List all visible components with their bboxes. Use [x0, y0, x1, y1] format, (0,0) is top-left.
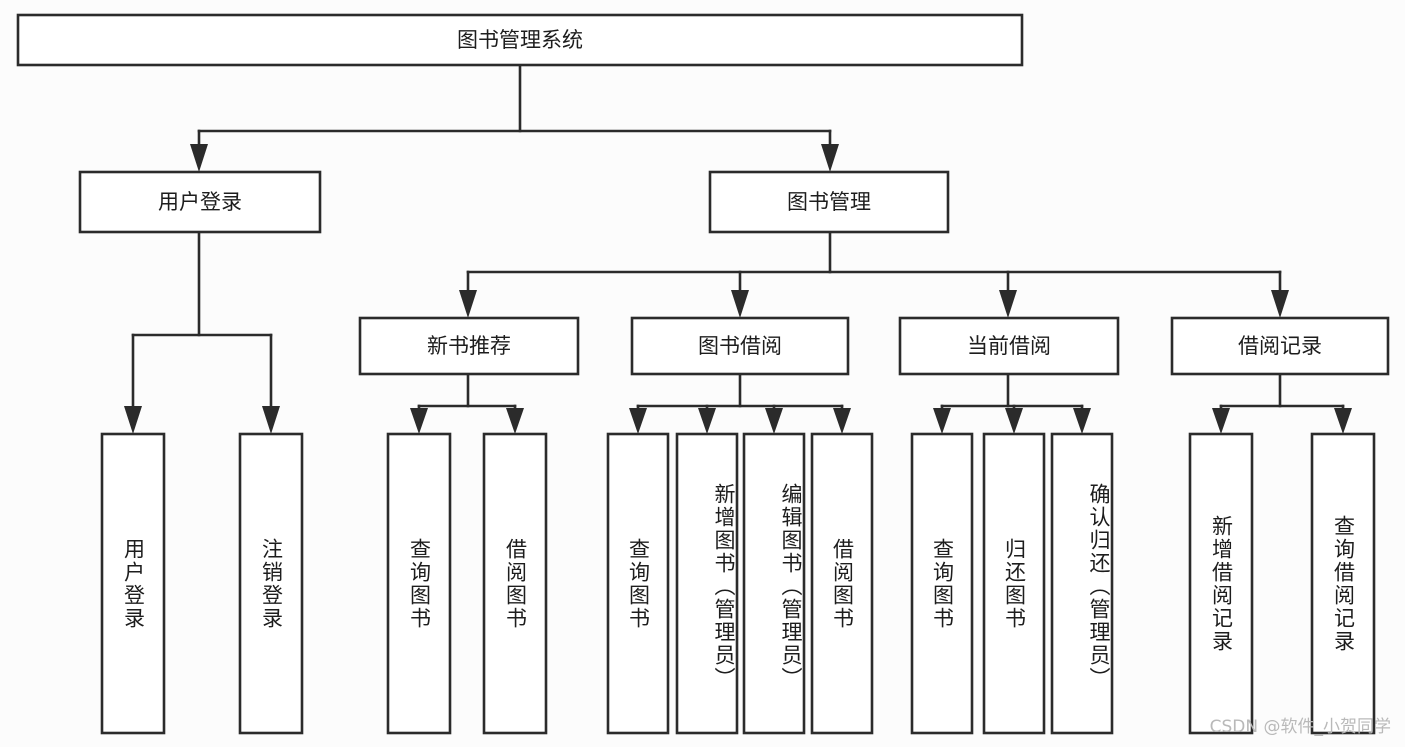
arrowhead-book-mgmt: [821, 144, 839, 172]
node-box-borrow-record[interactable]: [1170, 316, 1390, 376]
arrowhead-leaf-nb-1: [410, 408, 428, 434]
node-box-book-mgmt[interactable]: [708, 170, 950, 234]
arrowhead-leaf-cb-1: [933, 408, 951, 434]
node-box-leaf-cb-return-book[interactable]: [982, 432, 1046, 735]
arrowhead-leaf-br-2: [1334, 408, 1352, 434]
arrowhead-leaf-user-login: [124, 406, 142, 434]
node-box-leaf-bb-edit-book[interactable]: [742, 432, 806, 735]
node-label-book-borrow: 图书借阅: [698, 334, 782, 358]
arrowhead-leaf-bb-2: [698, 408, 716, 434]
node-box-leaf-br-add-record[interactable]: [1188, 432, 1254, 735]
node-label-user-login: 用户登录: [158, 190, 242, 214]
node-box-user-login[interactable]: [78, 170, 322, 234]
arrowhead-leaf-bb-1: [629, 408, 647, 434]
node-label-borrow-record: 借阅记录: [1238, 334, 1322, 358]
node-box-leaf-logout[interactable]: [238, 432, 304, 735]
arrowhead-leaf-logout: [262, 406, 280, 434]
node-box-leaf-nb-query-book[interactable]: [386, 432, 452, 735]
node-box-book-borrow[interactable]: [630, 316, 850, 376]
arrowhead-leaf-br-1: [1212, 408, 1230, 434]
node-label-new-book-recommend: 新书推荐: [427, 334, 511, 358]
arrowhead-leaf-bb-3: [765, 408, 783, 434]
arrowhead-current-borrow: [999, 290, 1017, 318]
node-box-leaf-bb-borrow-book[interactable]: [810, 432, 874, 735]
arrowhead-book-borrow: [731, 290, 749, 318]
node-box-leaf-user-login[interactable]: [100, 432, 166, 735]
node-label-book-mgmt: 图书管理: [787, 190, 871, 214]
node-box-leaf-bb-query-book[interactable]: [606, 432, 670, 735]
arrowhead-new-book: [459, 290, 477, 318]
arrowhead-user-login: [190, 144, 208, 172]
node-label-root: 图书管理系统: [457, 28, 583, 52]
node-layer: 图书管理系统 用户登录 图书管理 新书推荐 图书借阅 当前借阅 借阅记录: [16, 13, 1390, 735]
node-box-current-borrow[interactable]: [898, 316, 1120, 376]
arrowhead-leaf-cb-2: [1005, 408, 1023, 434]
arrowhead-leaf-nb-2: [506, 408, 524, 434]
arrowhead-borrow-record: [1271, 290, 1289, 318]
node-box-leaf-cb-query-book[interactable]: [910, 432, 974, 735]
node-box-leaf-bb-add-book[interactable]: [675, 432, 739, 735]
node-box-leaf-cb-confirm-return[interactable]: [1050, 432, 1114, 735]
node-box-new-book-recommend[interactable]: [358, 316, 580, 376]
arrowhead-leaf-bb-4: [833, 408, 851, 434]
node-box-leaf-br-query-record[interactable]: [1310, 432, 1376, 735]
arrowhead-layer: [124, 144, 1352, 434]
node-box-leaf-nb-borrow-book[interactable]: [482, 432, 548, 735]
node-label-current-borrow: 当前借阅: [967, 334, 1051, 358]
arrowhead-leaf-cb-3: [1073, 408, 1091, 434]
node-box-root[interactable]: [16, 13, 1024, 67]
